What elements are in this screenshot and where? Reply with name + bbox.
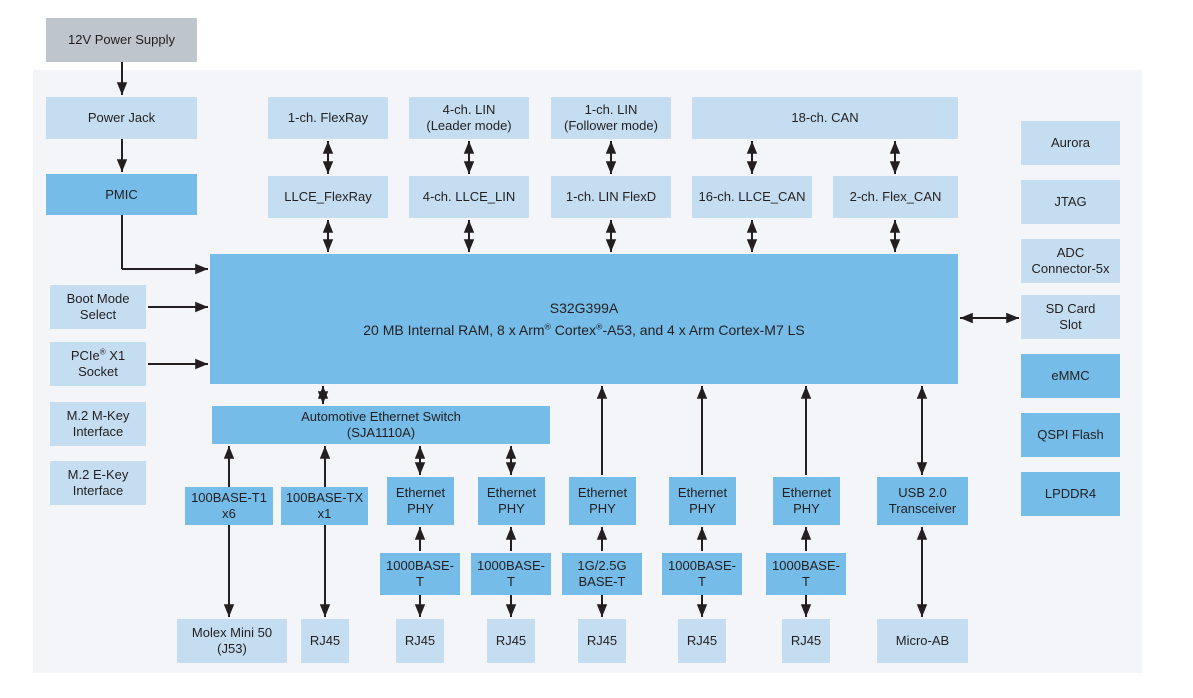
- block-aurora: Aurora: [1021, 121, 1120, 165]
- block-label: 1000BASE-T: [772, 558, 840, 589]
- block-rj45-4: RJ45: [678, 619, 726, 663]
- block-llce-lin: 4-ch. LLCE_LIN: [409, 176, 529, 218]
- block-power-supply: 12V Power Supply: [46, 18, 197, 62]
- block-label: 1000BASE-T: [477, 558, 545, 589]
- block-label: 18-ch. CAN: [791, 110, 859, 126]
- block-emmc: eMMC: [1021, 354, 1120, 398]
- registered-mark-icon: ®: [596, 321, 603, 332]
- block-lin-follower: 1-ch. LIN(Follower mode): [551, 97, 671, 139]
- block-label: 12V Power Supply: [68, 32, 175, 48]
- block-label: RJ45: [586, 633, 618, 649]
- block-rj45-1: RJ45: [396, 619, 444, 663]
- block-rj45-2: RJ45: [487, 619, 535, 663]
- block-label: 1000BASE-T: [386, 558, 454, 589]
- block-label: LPDDR4: [1044, 486, 1097, 502]
- block-micro-ab: Micro-AB: [877, 619, 968, 663]
- block-label: 16-ch. LLCE_CAN: [698, 189, 806, 205]
- block-label: eMMC: [1051, 368, 1090, 384]
- block-label: Automotive Ethernet Switch(SJA1110A): [301, 409, 461, 440]
- block-label: Molex Mini 50(J53): [191, 625, 273, 656]
- block-label: 4-ch. LLCE_LIN: [422, 189, 516, 205]
- block-label: Power Jack: [87, 110, 156, 126]
- block-can-18ch: 18-ch. CAN: [692, 97, 958, 139]
- block-label: RJ45: [495, 633, 527, 649]
- block-power-jack: Power Jack: [46, 97, 197, 139]
- block-label: 1-ch. LIN(Follower mode): [564, 102, 658, 133]
- block-label: 2-ch. Flex_CAN: [849, 189, 942, 205]
- block-qspi-flash: QSPI Flash: [1021, 413, 1120, 457]
- block-label: 1-ch. LIN FlexD: [565, 189, 657, 205]
- block-label: LLCE_FlexRay: [284, 189, 372, 205]
- block-lin-leader: 4-ch. LIN(Leader mode): [409, 97, 529, 139]
- block-jtag: JTAG: [1021, 180, 1120, 224]
- block-1000base-t-2: 1000BASE-T: [471, 553, 551, 595]
- block-llce-flexray: LLCE_FlexRay: [268, 176, 388, 218]
- block-label: Aurora: [1050, 135, 1091, 151]
- block-lpddr4: LPDDR4: [1021, 472, 1120, 516]
- block-label: 1000BASE-T: [668, 558, 736, 589]
- block-rj45-tx: RJ45: [301, 619, 349, 663]
- block-label: PMIC: [105, 186, 138, 202]
- block-rj45-5: RJ45: [782, 619, 830, 663]
- block-rj45-3: RJ45: [578, 619, 626, 663]
- block-label: RJ45: [404, 633, 436, 649]
- block-1000base-t-4: 1000BASE-T: [662, 553, 742, 595]
- block-eth-switch: Automotive Ethernet Switch(SJA1110A): [212, 406, 550, 444]
- block-1000base-t-1: 1000BASE-T: [380, 553, 460, 595]
- registered-mark-icon: ®: [544, 321, 551, 332]
- block-label: 4-ch. LIN(Leader mode): [426, 102, 512, 133]
- block-pmic: PMIC: [46, 174, 197, 215]
- block-llce-can: 16-ch. LLCE_CAN: [692, 176, 812, 218]
- block-label: Micro-AB: [895, 633, 950, 649]
- block-molex-mini-50: Molex Mini 50(J53): [177, 619, 287, 663]
- registered-mark-icon: ®: [99, 347, 106, 357]
- block-label: QSPI Flash: [1037, 427, 1104, 443]
- block-lin-flexd: 1-ch. LIN FlexD: [551, 176, 671, 218]
- block-label: JTAG: [1054, 194, 1087, 210]
- block-1000base-t-5: 1000BASE-T: [766, 553, 846, 595]
- block-label: 1-ch. FlexRay: [287, 110, 369, 126]
- block-label: RJ45: [686, 633, 718, 649]
- block-label: RJ45: [309, 633, 341, 649]
- block-flexray-top: 1-ch. FlexRay: [268, 97, 388, 139]
- block-label: RJ45: [790, 633, 822, 649]
- block-flex-can: 2-ch. Flex_CAN: [833, 176, 958, 218]
